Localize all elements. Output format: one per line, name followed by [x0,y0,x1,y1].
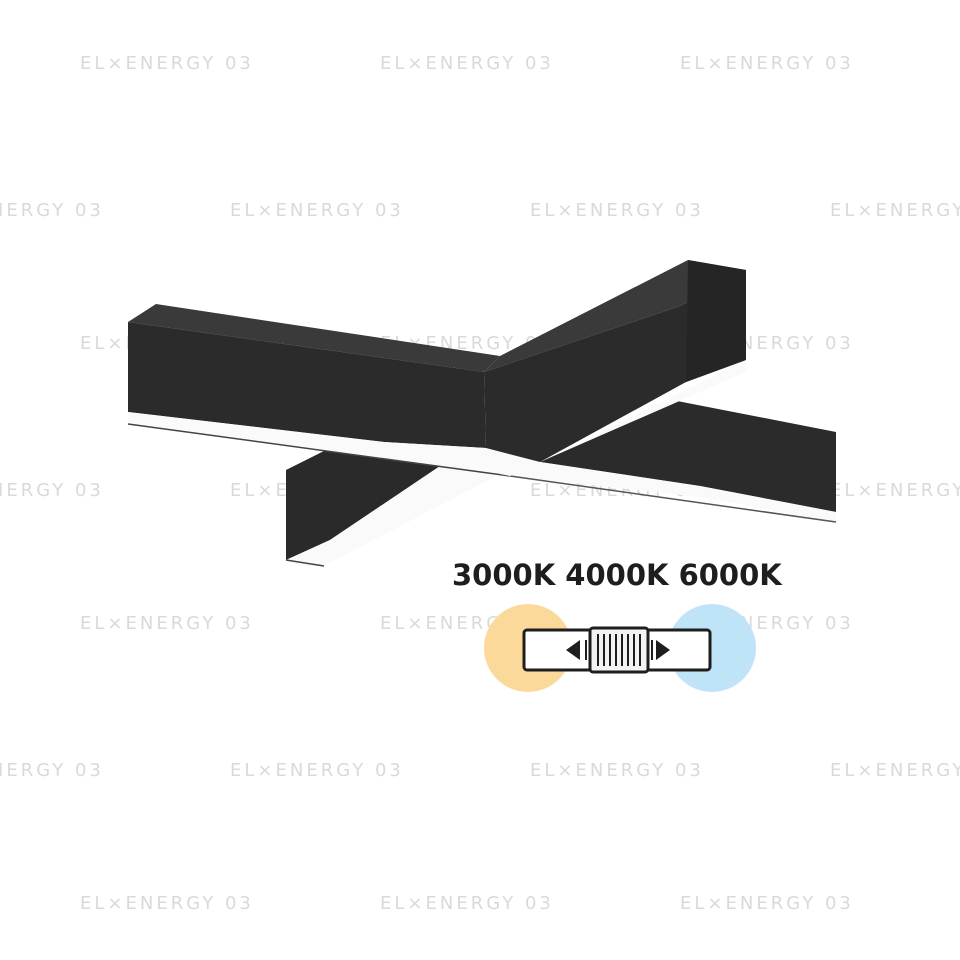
cct-switch-graphic [484,604,756,692]
watermark-text: EL×ENERGY 03 [680,53,854,74]
watermark-text: EL×ENERGY 03 [230,200,404,221]
arm-left-side [128,322,486,448]
watermark-text: EL×ENERGY 03 [680,893,854,914]
watermark-text: EL×ENERGY 03 [230,760,404,781]
arrow-right-icon [656,640,670,660]
watermark-text: EL×ENERGY 03 [380,53,554,74]
watermark-text: EL×ENERGY 03 [80,893,254,914]
watermark-text: EL×ENERGY 03 [0,480,104,501]
watermark-text: EL×ENERGY 03 [830,200,960,221]
watermark-text: EL×ENERGY 03 [0,200,104,221]
watermark-text: EL×ENERGY 03 [80,613,254,634]
watermark-text: EL×ENERGY 03 [530,200,704,221]
arm-left-diffuser [128,412,540,476]
watermark-text: EL×ENERGY 03 [830,760,960,781]
arm-back-right-diffuser [510,462,836,522]
arm-right-top-face [484,260,746,372]
watermark-text: EL×ENERGY 03 [80,53,254,74]
watermark-text: EL×ENERGY 03 [830,480,960,501]
arm-front-left-side [286,448,446,560]
arm-left-top-face [128,304,500,372]
arm-right-front-face [686,260,746,382]
watermark-text: EL×ENERGY 03 [530,760,704,781]
watermark-text: EL×ENERGY 03 [380,893,554,914]
cross-linear-luminaire [127,260,837,567]
arm-right-side [484,270,746,462]
arm-front-left-diffuser [286,462,500,566]
watermark-text: EL×ENERGY 03 [0,760,104,781]
color-temperature-label: 3000K 4000K 6000K [452,558,782,592]
arrow-left-icon [566,640,580,660]
